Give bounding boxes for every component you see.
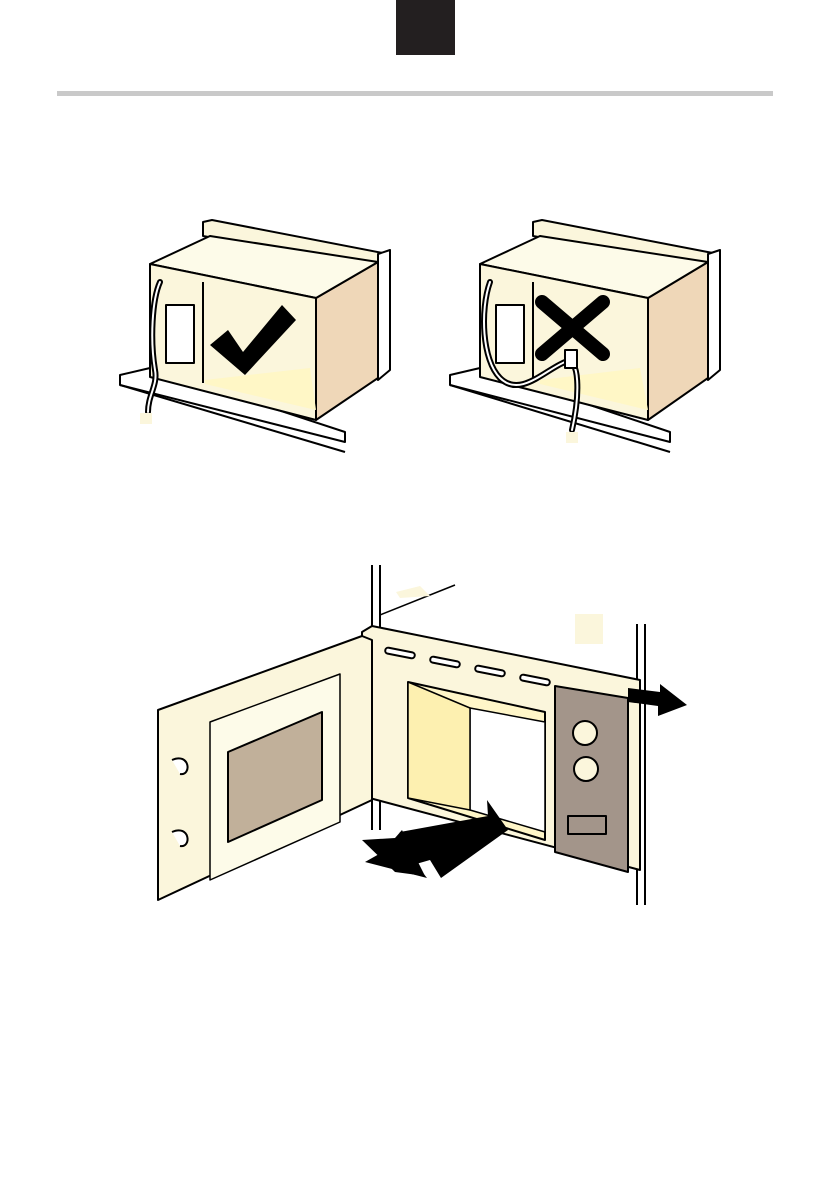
- figure-installation: [158, 565, 687, 905]
- control-knob-timer: [573, 721, 597, 745]
- control-knob-power: [574, 757, 598, 781]
- figure-correct-cable-routing: [120, 220, 390, 452]
- figure-incorrect-cable-routing: [450, 220, 720, 452]
